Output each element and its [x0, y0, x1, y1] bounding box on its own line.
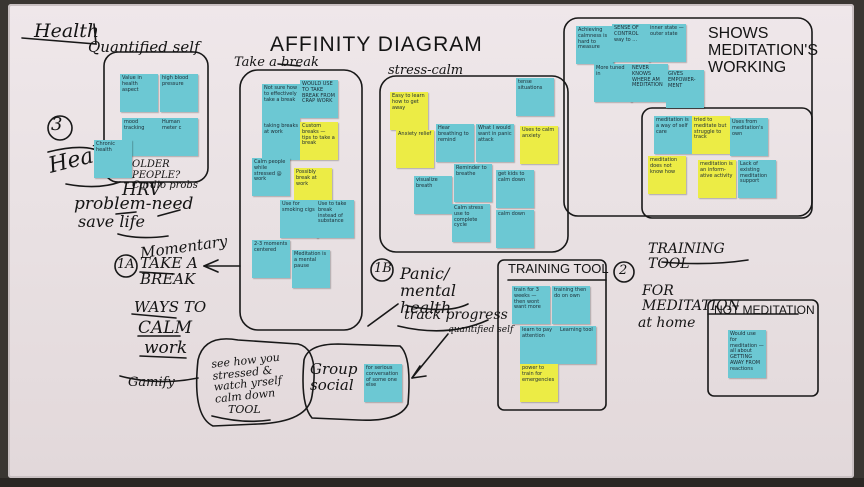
sticky-note: calm down [496, 210, 534, 248]
marker-drawing [21, 17, 819, 427]
hrv-label: HRV [122, 180, 162, 200]
save-life-label: save life [78, 212, 145, 231]
sticky-note: meditation is a way of self care [654, 116, 692, 154]
ways-to-label: WAYS TO [134, 298, 207, 316]
circle-1a [114, 254, 138, 278]
sticky-note: Human meter c [160, 118, 198, 156]
track-progress-label: track progress [404, 307, 508, 323]
number-1b: 1B [374, 261, 392, 276]
sticky-note: Calm stress use to complete cycle [452, 204, 490, 242]
for-meditation-label: FOR MEDITATION [642, 283, 740, 314]
take-break-label: Take a break [234, 55, 319, 70]
sticky-note: GIVES EMPOWER-MENT [666, 70, 704, 108]
group-outline-not-meditation [707, 299, 819, 397]
sticky-note: Possibly break at work [294, 168, 332, 206]
quantified-self-label: Quantified self [88, 38, 200, 56]
training-tool-label: TRAINING TOOL [508, 261, 609, 276]
sticky-note: Would use for meditation — all about GET… [728, 330, 766, 378]
shows-meditation-label: SHOWS MEDITATION'S WORKING [708, 25, 819, 76]
work-label: work [144, 338, 188, 358]
bubble-group-social [302, 343, 410, 421]
circle-3 [47, 115, 73, 141]
calm-label: CALM [138, 318, 192, 338]
sticky-note: power to train for emergencies [520, 364, 558, 402]
sticky-note: Anxiety relief [396, 130, 434, 168]
sticky-note: get kids to calm down [496, 170, 534, 208]
sticky-note: visualize breath [414, 176, 452, 214]
sticky-note: Value in health aspect [120, 74, 158, 112]
tool-label: TOOL [228, 403, 261, 416]
group-outline-training [497, 259, 607, 411]
connector-arrow [21, 23, 97, 45]
sticky-note: tried to meditate but struggle to track [692, 116, 730, 154]
sticky-note: Easy to learn how to get away [390, 92, 428, 130]
sticky-note: Use for smoking cigs [280, 200, 318, 238]
panic-label: Panic/ mental health [400, 264, 457, 317]
sticky-note: Custom breaks — tips to take a break [300, 122, 338, 160]
sticky-note: meditation does not know how [648, 156, 686, 194]
at-home-label: at home [638, 315, 696, 331]
number-2: 2 [619, 263, 628, 278]
not-meditation-label: NOT MEDITATION [714, 303, 815, 317]
health-label: Health [34, 20, 100, 42]
sticky-note: Meditation is a mental pause [292, 250, 330, 288]
sticky-note: meditation is an inform-ative activity [698, 160, 736, 198]
group-outline-take-break [239, 69, 363, 331]
circle-2 [613, 261, 635, 283]
sticky-note: Chronic health [94, 140, 132, 178]
bubble-see-how [195, 338, 315, 427]
group-social-label: Group social [310, 360, 358, 394]
number-1a: 1A [117, 257, 135, 272]
sticky-note: Lack of existing meditation support [738, 160, 776, 198]
group-outline-quantified-self [103, 51, 209, 183]
see-how-label: see how you stressed & watch yrself calm… [210, 350, 283, 406]
sticky-note: inner state — outer state [648, 24, 686, 62]
circle-1b [370, 258, 394, 282]
sticky-note: high blood pressure [160, 74, 198, 112]
sticky-note: SENSE OF CONTROL way to ... [612, 24, 650, 62]
sticky-note: 2-3 moments centered [252, 240, 290, 278]
sticky-note: Reminder to breathe [454, 164, 492, 202]
sticky-note: train for 3 weeks — then wont want more [512, 286, 550, 324]
sticky-note: What I would want in panic attack [476, 124, 514, 162]
sticky-note: Achieving calmness is hard to measure [576, 26, 614, 64]
sticky-note: taking breaks at work [262, 122, 300, 160]
sticky-note: training then do on own [552, 286, 590, 324]
sticky-note: Use to take break instead of substance [316, 200, 354, 238]
quantified-label: quantified self [448, 325, 514, 335]
number-3: 3 [51, 114, 63, 135]
health-under-label: OLDER PEOPLE? Cardio probs [132, 159, 198, 191]
sticky-note: Uses to calm anxiety [520, 126, 558, 164]
group-outline-meditation [641, 107, 813, 219]
stress-calm-label: stress-calm [388, 63, 464, 78]
sticky-note: for serious conversation of some one els… [364, 364, 402, 402]
sticky-note: tense situations [516, 78, 554, 116]
sticky-note: Hear breathing to remind [436, 124, 474, 162]
whiteboard: Health Quantified self 3 Health HRV prob… [8, 4, 854, 478]
sticky-note: Learning tool [558, 326, 596, 364]
page-title: AFFINITY DIAGRAM [270, 33, 483, 56]
training-tool-2-label: TRAINING TOOL [648, 241, 725, 272]
sticky-note: Uses from meditation's own [730, 118, 768, 156]
sticky-note: learn to pay attention [520, 326, 558, 364]
gamify-label: Gamify [128, 375, 175, 390]
board-tray [0, 478, 864, 487]
sticky-note: NEVER KNOWS WHERE AM MEDITATION [630, 64, 668, 102]
sticky-note: WOULD USE TO TAKE BREAK FROM CRAP WORK [300, 80, 338, 118]
problem-need-label: problem-need [74, 194, 194, 214]
group-outline-stress-calm [379, 75, 569, 253]
sticky-note: Calm people while stressed @ work [252, 158, 290, 196]
sticky-note: More tuned in [594, 64, 632, 102]
sticky-note: Not sure how to effectively take a break [262, 84, 300, 122]
take-a-break-label: TAKE A BREAK [140, 254, 198, 288]
